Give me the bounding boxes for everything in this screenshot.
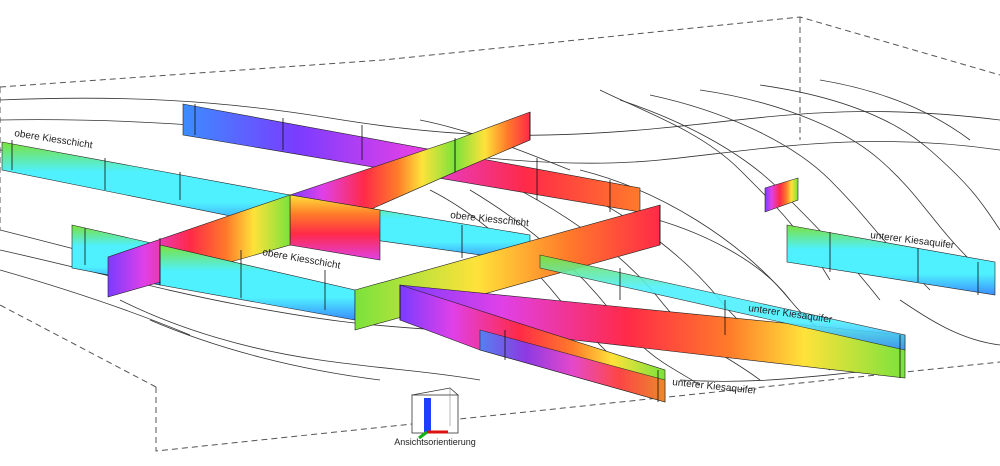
bounding-box-frame <box>0 16 1000 452</box>
view-orientation-cube-icon[interactable] <box>411 387 459 440</box>
section-i[interactable] <box>107 194 291 298</box>
section-c[interactable] <box>764 177 799 213</box>
section-label: unterer Kiesaquifer <box>672 377 758 397</box>
borehole-markers <box>11 104 979 402</box>
section-n[interactable] <box>786 224 996 296</box>
section-j[interactable] <box>159 244 356 321</box>
view-orientation-caption: Ansichtsorientierung <box>394 437 476 447</box>
profile-sections <box>1 103 996 403</box>
section-m[interactable] <box>539 254 906 351</box>
section-p[interactable] <box>479 329 666 403</box>
